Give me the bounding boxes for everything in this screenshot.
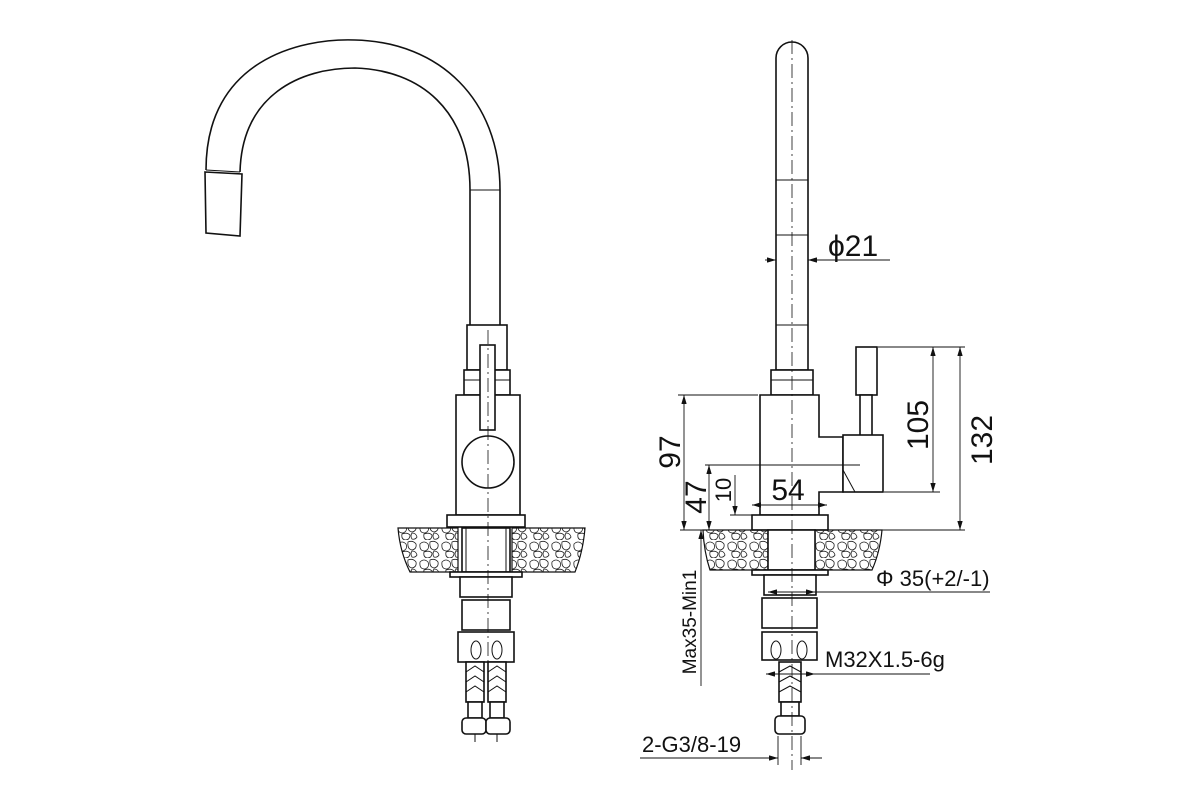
countertop-right [511, 527, 586, 573]
handle-lever-side [855, 346, 878, 396]
countertop-side-left [702, 529, 769, 571]
dim-hole-diameter: Φ 35(+2/-1) [876, 566, 990, 591]
spout-nozzle [204, 171, 243, 237]
side-view [702, 40, 884, 770]
dim-outlet-height: 47 [680, 480, 713, 513]
dim-handle-height: 105 [902, 400, 935, 450]
dim-spout-diameter: ϕ21 [828, 230, 878, 263]
hose-nut [457, 631, 515, 663]
handle-block [842, 434, 884, 493]
spout-outer [205, 39, 501, 325]
dimensions: ϕ21 105 132 97 47 10 54 Max35-Min1 Φ 35(… [640, 230, 999, 765]
spout-tube [775, 41, 809, 371]
dim-body-height: 97 [654, 435, 687, 468]
spout-inner [239, 67, 471, 325]
dim-hose-connection: 2-G3/8-19 [642, 732, 741, 757]
dim-body-width: 54 [771, 474, 804, 507]
handle-lever [479, 344, 496, 431]
hose-nut-side [761, 631, 818, 661]
dim-total-height: 132 [966, 415, 999, 465]
dim-shank-thread: M32X1.5-6g [825, 647, 945, 672]
dim-base-offset: 10 [711, 478, 736, 502]
dim-counter-thickness: Max35-Min1 [680, 570, 701, 675]
braided-hoses [461, 661, 511, 742]
countertop-left [397, 527, 459, 573]
front-view [204, 39, 586, 742]
countertop-side-right [814, 529, 883, 571]
